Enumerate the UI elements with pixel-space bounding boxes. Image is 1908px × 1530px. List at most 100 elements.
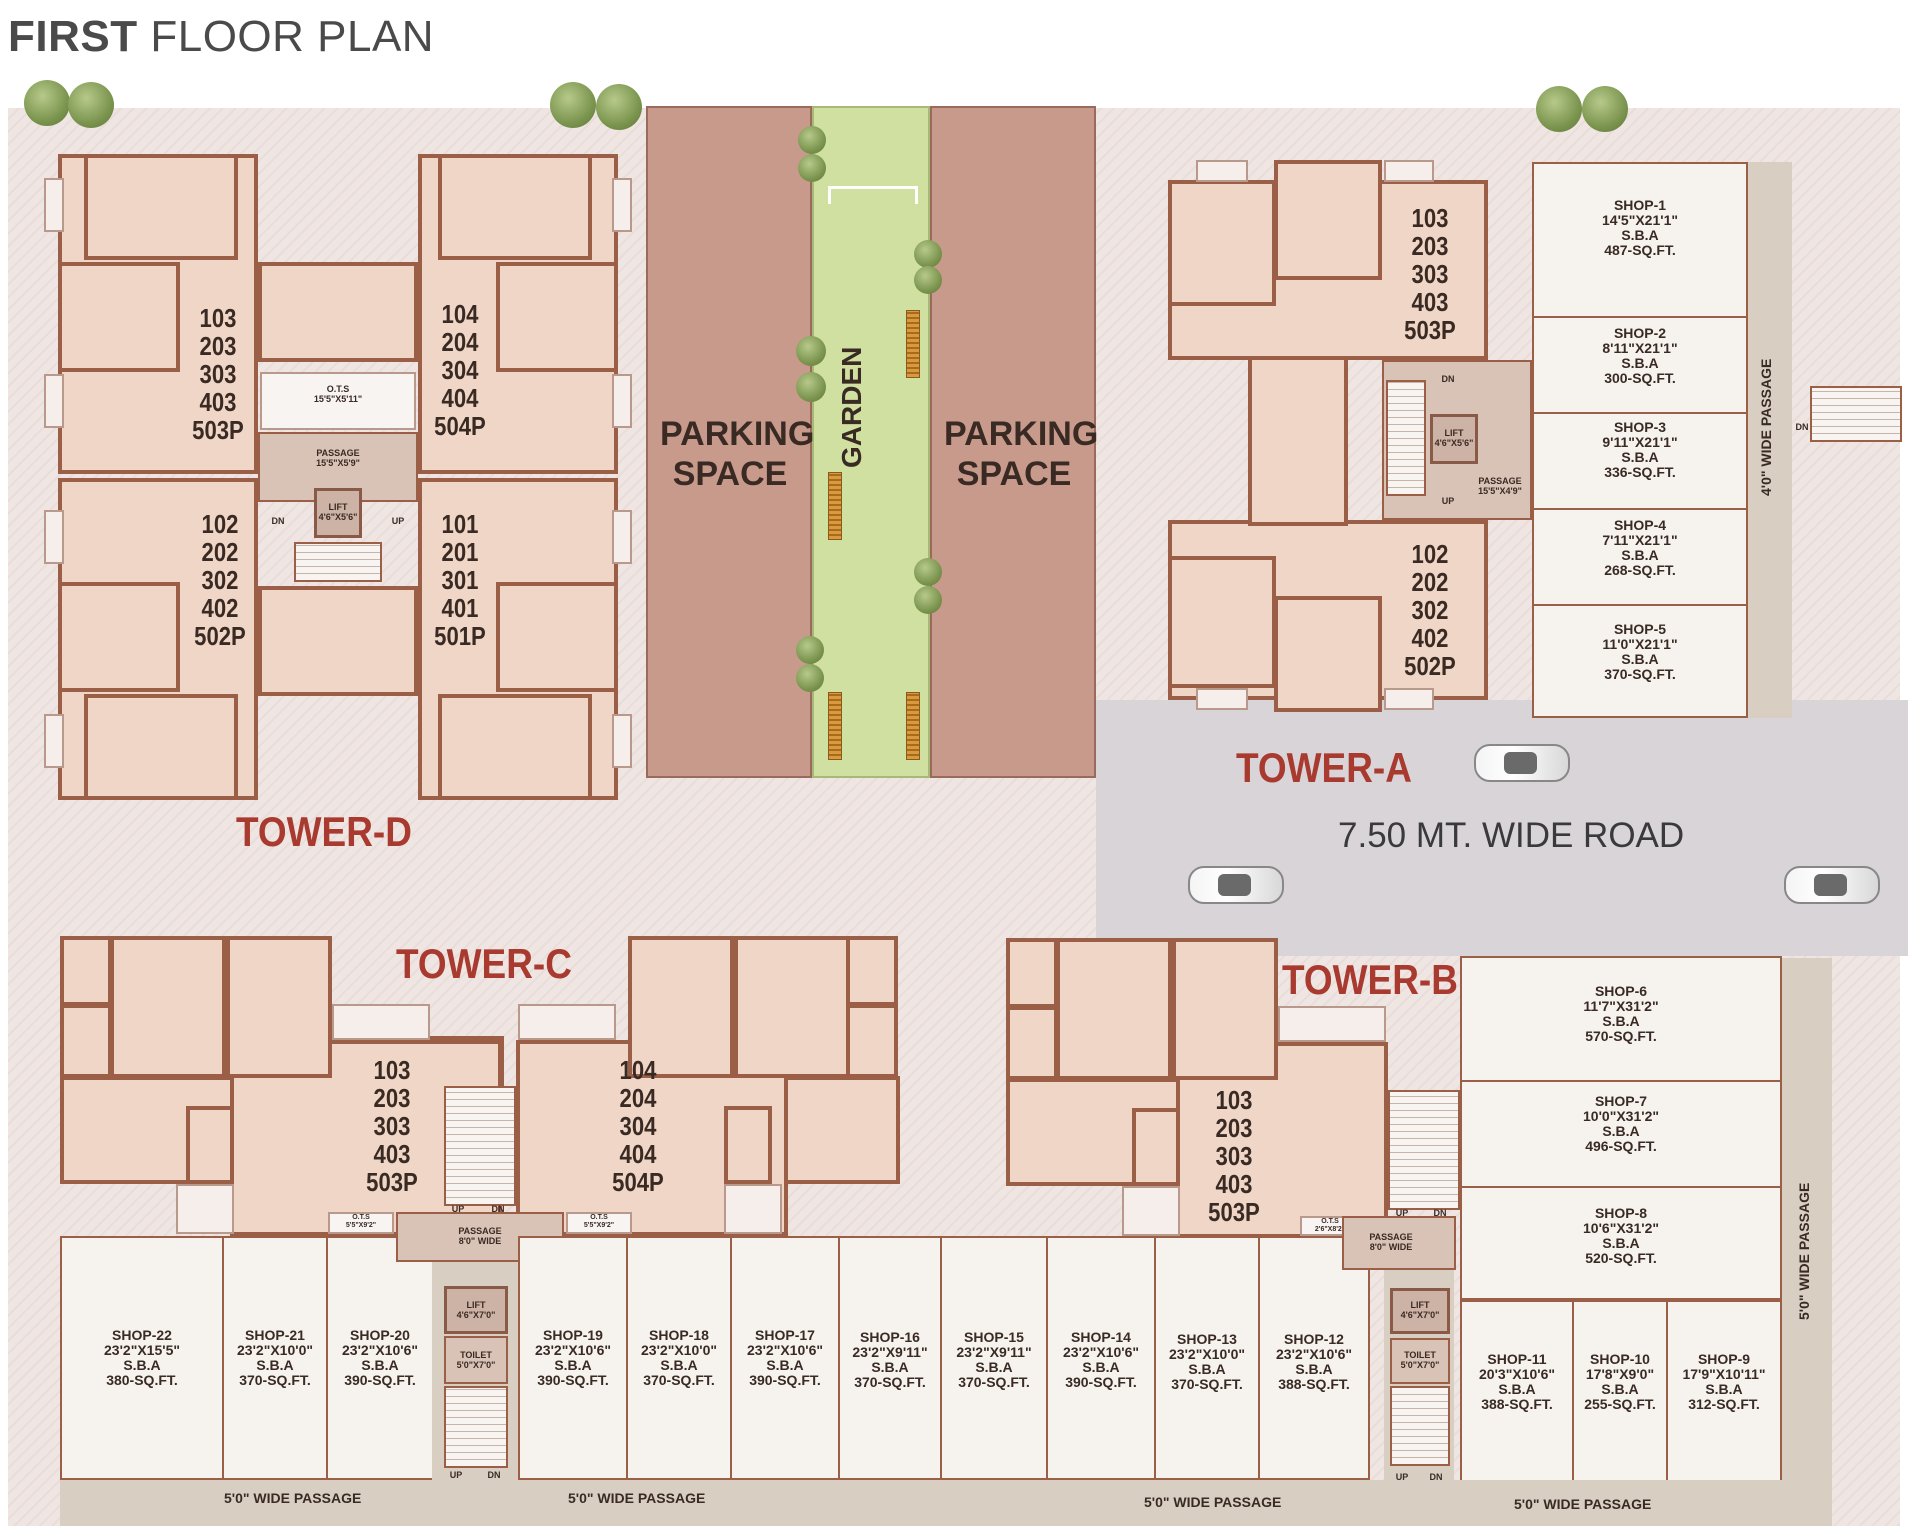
shop-2-label: SHOP-2 8'11"X21'1" S.B.A 300-SQ.FT. <box>1602 325 1678 386</box>
tower-c-room <box>60 1004 112 1078</box>
shop-12-label: SHOP-12 23'2"X10'6" S.B.A 388-SQ.FT. <box>1276 1331 1352 1392</box>
tower-a-balcony <box>1196 688 1248 710</box>
tower-c-flat-103-label: 103 203 303 403 503P <box>366 1055 418 1197</box>
shop-17 <box>730 1236 840 1480</box>
shop-9-label: SHOP-9 17'9"X10'11" S.B.A 312-SQ.FT. <box>1682 1351 1766 1412</box>
tower-d-ots-label: O.T.S 15'5"X5'11" <box>313 384 363 404</box>
parking-left-label: PARKING SPACE <box>660 415 815 493</box>
shop-1-label: SHOP-1 14'5"X21'1" S.B.A 487-SQ.FT. <box>1602 197 1678 258</box>
shop-10-label: SHOP-10 17'8"X9'0" S.B.A 255-SQ.FT. <box>1584 1351 1656 1412</box>
tower-c-lift <box>444 1286 508 1334</box>
tower-b-toilet-label: TOILET 5'0"X7'0" <box>1400 1350 1440 1370</box>
tower-a-room <box>1274 596 1382 712</box>
car-icon <box>1188 866 1284 904</box>
tower-c-ots-1-label: O.T.S 5'5"X9'2" <box>345 1214 377 1229</box>
swing-icon <box>828 186 918 204</box>
tower-d-balcony <box>44 178 64 232</box>
tower-d-room <box>258 262 418 362</box>
tower-d-balcony <box>612 178 632 232</box>
car-icon <box>1784 866 1880 904</box>
tower-b-lift <box>1390 1288 1450 1334</box>
tower-b-room <box>1172 938 1278 1080</box>
tree-icon <box>796 372 826 402</box>
tower-b-room <box>1056 938 1172 1080</box>
tower-b-balcony <box>1278 1006 1386 1042</box>
tree-icon <box>1582 86 1628 132</box>
garden <box>812 106 930 778</box>
tower-d-room <box>438 154 592 260</box>
shop-3 <box>1532 412 1748 510</box>
tower-c-room <box>628 936 734 1078</box>
tower-b-side-passage <box>1782 958 1832 1486</box>
tower-d-flat-104-label: 104 204 304 404 504P <box>434 299 486 441</box>
shop-19-label: SHOP-19 23'2"X10'6" S.B.A 390-SQ.FT. <box>535 1327 611 1388</box>
tower-d-balcony <box>44 374 64 428</box>
shop-1 <box>1532 162 1748 318</box>
tower-d-room <box>258 586 418 696</box>
shop-4-label: SHOP-4 7'11"X21'1" S.B.A 268-SQ.FT. <box>1602 517 1678 578</box>
tower-b-dn-bottom: DN <box>1429 1472 1443 1482</box>
tower-c-stair-bottom <box>444 1386 508 1468</box>
tower-d-passage-label: PASSAGE 15'5"X5'9" <box>316 448 360 468</box>
shop-16 <box>838 1236 942 1480</box>
tower-d-room <box>58 262 180 372</box>
shop-14-label: SHOP-14 23'2"X10'6" S.B.A 390-SQ.FT. <box>1063 1329 1139 1390</box>
tower-c-room <box>110 936 226 1078</box>
bench-icon <box>828 472 842 540</box>
tower-d-ots <box>260 372 416 430</box>
tower-d-flat-103-label: 103 203 303 403 503P <box>192 303 244 445</box>
shop-17-label: SHOP-17 23'2"X10'6" S.B.A 390-SQ.FT. <box>747 1327 823 1388</box>
tower-d-lift <box>314 488 362 538</box>
shop-19 <box>518 1236 628 1480</box>
tree-icon <box>24 80 70 126</box>
tower-d-room <box>84 694 238 800</box>
parking-right-label: PARKING SPACE <box>944 415 1099 493</box>
tower-b-stair-bottom <box>1390 1386 1450 1466</box>
tower-d-label: TOWER-D <box>236 808 412 855</box>
tower-a: LIFT 4'6"X5'6" DN UP PASSAGE 15'5"X4'9" … <box>1168 160 1534 712</box>
tower-b-room <box>1006 1006 1058 1080</box>
tower-c-up-bottom: UP <box>449 1470 463 1480</box>
tower-b-lift-label: LIFT 4'6"X7'0" <box>1400 1300 1440 1320</box>
tower-b-side-passage-label: 5'0" WIDE PASSAGE <box>1796 1182 1812 1320</box>
shop-20-label: SHOP-20 23'2"X10'6" S.B.A 390-SQ.FT. <box>342 1327 418 1388</box>
tree-icon <box>914 240 942 268</box>
tower-a-side-passage-label: 4'0" WIDE PASSAGE <box>1758 358 1774 496</box>
tower-d-balcony <box>612 714 632 768</box>
tree-icon <box>68 82 114 128</box>
tower-a-lift <box>1430 414 1478 464</box>
tower-d-stair <box>294 542 382 582</box>
tower-b-up-top: UP <box>1395 1208 1409 1218</box>
tower-d-flat-102-label: 102 202 302 402 502P <box>194 509 246 651</box>
tower-b-balcony <box>1122 1186 1180 1236</box>
tower-d-dn: DN <box>271 516 285 526</box>
tower-b-passage-label: PASSAGE 8'0" WIDE <box>1369 1232 1413 1252</box>
shop-8 <box>1460 1186 1782 1300</box>
tower-b-label: TOWER-B <box>1282 956 1458 1003</box>
bottom-passage-label-3: 5'0" WIDE PASSAGE <box>1144 1494 1282 1510</box>
tree-icon <box>914 586 942 614</box>
shop-7-label: SHOP-7 10'0"X31'2" S.B.A 496-SQ.FT. <box>1583 1093 1659 1154</box>
shop-9 <box>1666 1300 1782 1484</box>
tower-b-room <box>1006 938 1058 1008</box>
tower-c-passage-label: PASSAGE 8'0" WIDE <box>458 1226 502 1246</box>
shop-13-label: SHOP-13 23'2"X10'0" S.B.A 370-SQ.FT. <box>1169 1331 1245 1392</box>
tower-c-room <box>226 936 332 1078</box>
shop-12 <box>1258 1236 1370 1480</box>
tower-c-balcony <box>724 1184 782 1234</box>
shop-15 <box>940 1236 1048 1480</box>
tower-c-dn-top: DN <box>491 1204 505 1214</box>
shop-7 <box>1460 1080 1782 1188</box>
tree-icon <box>798 154 826 182</box>
tower-c-room <box>186 1106 234 1184</box>
bottom-passage-label-1: 5'0" WIDE PASSAGE <box>224 1490 362 1506</box>
tower-c-room <box>724 1106 772 1184</box>
page-title: FIRST FLOOR PLAN <box>8 12 435 61</box>
tower-c-ots-1 <box>328 1212 394 1234</box>
shop-21-label: SHOP-21 23'2"X10'0" S.B.A 370-SQ.FT. <box>237 1327 313 1388</box>
tree-icon <box>914 266 942 294</box>
shop-18-label: SHOP-18 23'2"X10'0" S.B.A 370-SQ.FT. <box>641 1327 717 1388</box>
shop-10 <box>1572 1300 1668 1484</box>
tower-b-toilet <box>1390 1338 1450 1384</box>
tower-d-balcony <box>612 374 632 428</box>
